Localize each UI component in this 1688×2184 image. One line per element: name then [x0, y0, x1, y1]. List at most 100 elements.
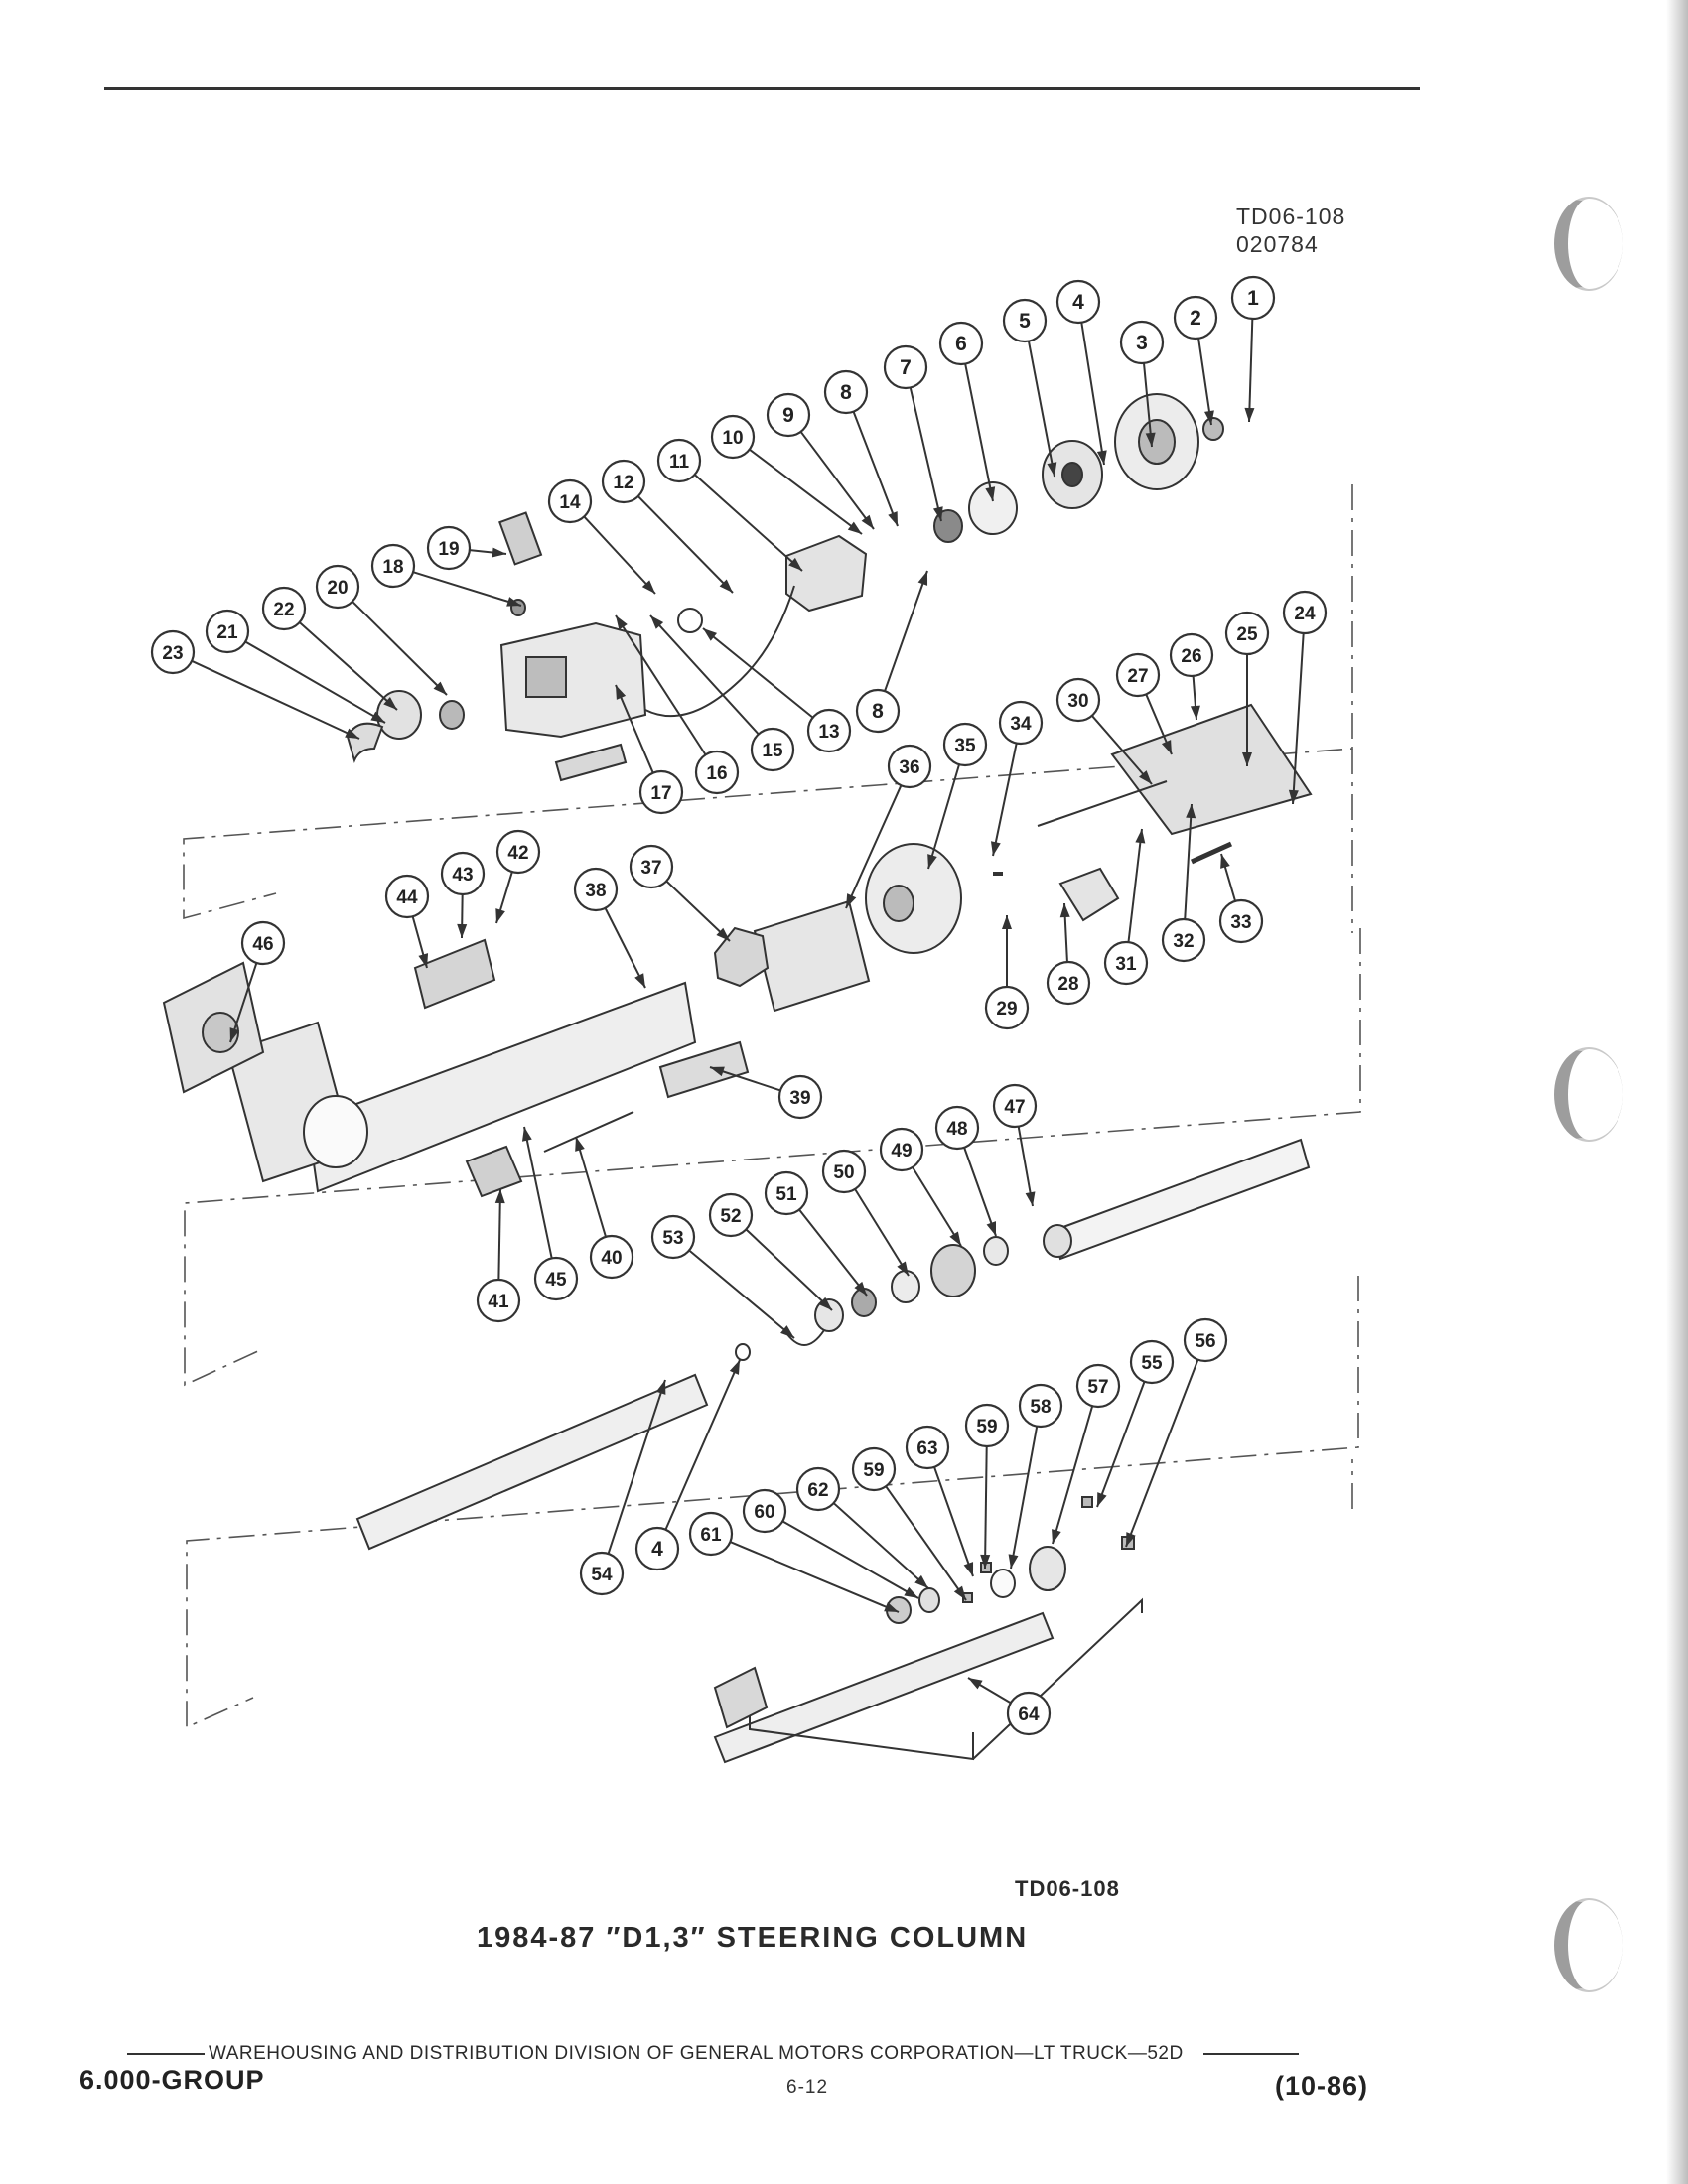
callout-number: 1: [1247, 287, 1259, 310]
leader-line: [912, 1166, 962, 1247]
leader-arrowhead: [780, 1325, 794, 1338]
callout-48: 48: [934, 1105, 997, 1237]
callout-circle: [650, 1214, 696, 1260]
callout-27: 27: [1115, 652, 1173, 755]
leader-arrowhead: [932, 506, 943, 521]
leader-arrowhead: [968, 1678, 983, 1690]
footer-division: WAREHOUSING AND DISTRIBUTION DIVISION OF…: [209, 2043, 1184, 2064]
callout-number: 46: [252, 934, 273, 955]
leader-line: [984, 1445, 988, 1570]
callout-circle: [1075, 1363, 1121, 1409]
callout-19: 19: [426, 525, 507, 571]
leader-line: [412, 571, 522, 607]
callout-39: 39: [709, 1066, 823, 1120]
leader-arrowhead: [1025, 1191, 1036, 1206]
leader-arrowhead: [846, 893, 857, 908]
callout-number: 52: [720, 1206, 741, 1227]
callout-circle: [1055, 279, 1101, 325]
callout-55: 55: [1096, 1339, 1175, 1508]
callout-7: 7: [883, 344, 943, 522]
callout-circle: [1230, 275, 1276, 321]
leader-arrowhead: [383, 696, 397, 710]
callout-number: 54: [591, 1565, 613, 1585]
callout-2: 2: [1173, 295, 1218, 426]
leader-line: [604, 907, 646, 989]
footer-date: (10-86): [1275, 2071, 1369, 2101]
leader-arrowhead: [521, 1127, 532, 1142]
leader-arrowhead: [990, 841, 1001, 856]
callout-circle: [1161, 917, 1206, 963]
callout-circle: [1282, 590, 1328, 635]
callout-number: 35: [954, 736, 976, 756]
leader-line: [749, 448, 863, 535]
callout-number: 14: [559, 492, 581, 513]
callout-circle: [1129, 1339, 1175, 1385]
leader-line: [649, 614, 760, 736]
figure-code-line-2: 020784: [1236, 231, 1319, 257]
section-borders: [183, 484, 1361, 1729]
callout-number: 22: [273, 600, 294, 620]
callout-circle: [1055, 677, 1101, 723]
callout-number: 42: [507, 843, 528, 864]
leader-line: [702, 627, 814, 719]
callout-number: 12: [613, 473, 633, 493]
leader-arrowhead: [854, 1281, 867, 1296]
leader-arrowhead: [1047, 462, 1057, 477]
callout-circle: [384, 874, 430, 919]
callout-number: 28: [1057, 974, 1078, 995]
leader-arrowhead: [345, 728, 359, 739]
callout-circle: [370, 543, 416, 589]
callout-circle: [261, 586, 307, 631]
callout-number: 49: [891, 1141, 912, 1161]
callout-9: 9: [766, 392, 875, 530]
callout-circle: [1046, 960, 1091, 1006]
callout-26: 26: [1169, 632, 1214, 721]
leader-arrowhead: [1145, 432, 1156, 447]
leader-arrowhead: [1059, 903, 1070, 918]
callout-number: 60: [754, 1502, 774, 1523]
callout-59: 59: [964, 1403, 1010, 1570]
callout-1: 1: [1230, 275, 1276, 423]
callout-circle: [883, 344, 928, 390]
callout-42: 42: [495, 829, 541, 924]
callout-number: 17: [650, 783, 671, 804]
leader-arrowhead: [710, 1066, 725, 1077]
leader-line: [1292, 632, 1305, 805]
leader-line: [885, 1485, 967, 1601]
leader-line: [1142, 362, 1153, 448]
leader-arrowhead: [1139, 770, 1152, 784]
callout-circle: [905, 1425, 950, 1470]
callout-15: 15: [649, 614, 795, 772]
callout-number: 24: [1294, 604, 1316, 624]
leader-arrowhead: [980, 1554, 991, 1569]
callout-30: 30: [1055, 677, 1153, 785]
leader-arrowhead: [1096, 450, 1107, 465]
callout-number: 57: [1087, 1377, 1108, 1398]
leader-arrowhead: [229, 1027, 240, 1042]
leader-arrowhead: [1186, 804, 1196, 819]
callout-number: 23: [162, 643, 183, 664]
leader-line: [832, 1502, 929, 1589]
leader-line: [1248, 318, 1254, 423]
callout-number: 16: [706, 763, 727, 784]
callout-number: 59: [863, 1460, 884, 1481]
leader-line: [191, 659, 360, 740]
callout-circle: [573, 867, 619, 912]
callout-53: 53: [650, 1214, 795, 1339]
leader-arrowhead: [506, 597, 521, 607]
callout-18: 18: [370, 543, 522, 607]
parts-row-1: [346, 393, 1224, 782]
callout-33: 33: [1218, 853, 1264, 944]
leader-arrowhead: [847, 521, 862, 534]
callout-number: 34: [1010, 714, 1032, 735]
leader-arrowhead: [703, 628, 718, 641]
callout-circle: [766, 392, 811, 438]
leader-line: [992, 743, 1018, 857]
callout-circle: [742, 1488, 787, 1534]
callout-number: 9: [782, 404, 794, 427]
callout-circle: [764, 1170, 809, 1216]
callout-circle: [806, 708, 852, 753]
callout-21: 21: [205, 609, 386, 724]
leader-line: [909, 387, 942, 522]
callout-circle: [708, 1192, 754, 1238]
